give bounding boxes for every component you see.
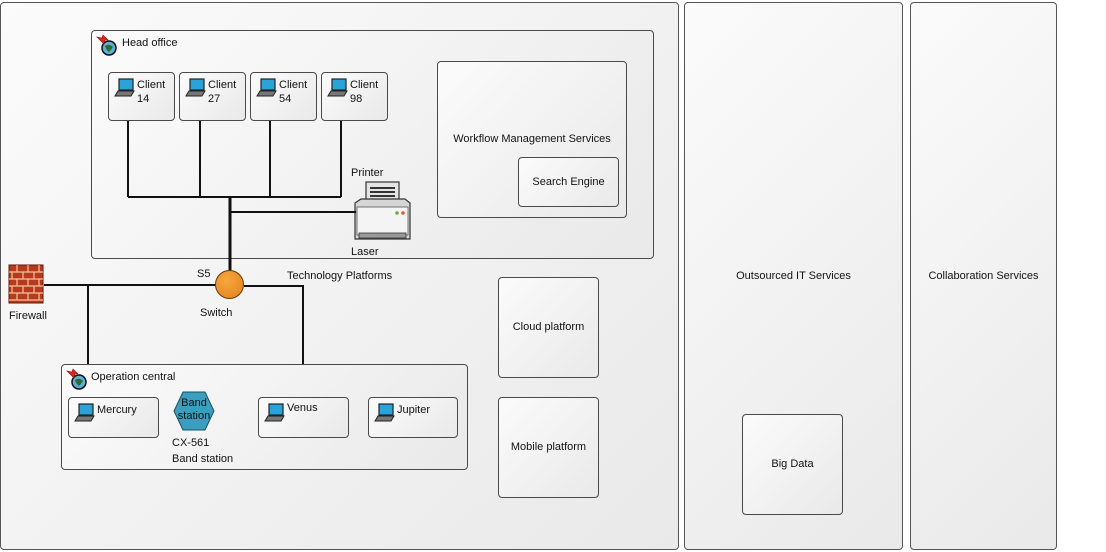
search-engine-label: Search Engine [532, 176, 605, 188]
firewall-icon[interactable] [8, 264, 44, 304]
switch-name-label: S5 [197, 268, 211, 280]
cloud-platform-box[interactable]: Cloud platform [498, 277, 599, 378]
client-number: 14 [137, 93, 150, 105]
band-station-line1: Band [181, 397, 207, 409]
operation-central-label: Operation central [91, 371, 176, 383]
laptop-icon [374, 403, 395, 422]
laptop-icon [256, 78, 277, 97]
big-data-label: Big Data [771, 458, 814, 470]
jupiter-label: Jupiter [397, 404, 431, 416]
workflow-management-services-label: Workflow Management Services [453, 133, 611, 145]
cloud-platform-label: Cloud platform [512, 321, 585, 333]
client-node[interactable]: Client 54 [250, 72, 317, 121]
switch-type-label: Switch [200, 307, 233, 319]
mercury-label: Mercury [97, 404, 137, 416]
client-label: Client [208, 79, 237, 91]
laptop-icon [114, 78, 135, 97]
laptop-icon [74, 403, 95, 422]
mercury-node[interactable]: Mercury [68, 397, 159, 438]
printer-icon[interactable] [350, 181, 412, 243]
group-location-icon [96, 34, 117, 56]
venus-node[interactable]: Venus [258, 397, 349, 438]
laptop-icon [327, 78, 348, 97]
mobile-platform-box[interactable]: Mobile platform [498, 397, 599, 498]
client-node[interactable]: Client 27 [179, 72, 246, 121]
client-number: 27 [208, 93, 221, 105]
band-station-line2: station [177, 410, 211, 422]
printer-model-label: Laser [351, 246, 379, 258]
firewall-label: Firewall [9, 310, 47, 322]
mobile-platform-label: Mobile platform [510, 441, 587, 453]
switch-node[interactable] [215, 270, 244, 299]
client-label: Client [279, 79, 308, 91]
client-label: Client [137, 79, 166, 91]
client-node[interactable]: Client 98 [321, 72, 388, 121]
jupiter-node[interactable]: Jupiter [368, 397, 458, 438]
band-station-hexagon-icon[interactable] [173, 391, 215, 431]
search-engine-box[interactable]: Search Engine [518, 157, 619, 207]
outsourced-it-services-label: Outsourced IT Services [736, 270, 851, 282]
big-data-box[interactable]: Big Data [742, 414, 843, 515]
client-number: 98 [350, 93, 363, 105]
technology-platforms-label: Technology Platforms [287, 270, 393, 282]
collaboration-services-container[interactable]: Collaboration Services [910, 2, 1057, 550]
laptop-icon [185, 78, 206, 97]
collaboration-services-label: Collaboration Services [928, 270, 1039, 282]
laptop-icon [264, 403, 285, 422]
client-number: 54 [279, 93, 292, 105]
band-station-id-label: CX-561 [172, 437, 210, 449]
client-label: Client [350, 79, 379, 91]
group-location-icon [66, 368, 87, 390]
printer-label: Printer [351, 167, 384, 179]
venus-label: Venus [287, 402, 318, 414]
head-office-label: Head office [122, 37, 178, 49]
client-node[interactable]: Client 14 [108, 72, 175, 121]
band-station-shape-label: Band station [173, 397, 215, 423]
band-station-type-label: Band station [172, 453, 234, 465]
